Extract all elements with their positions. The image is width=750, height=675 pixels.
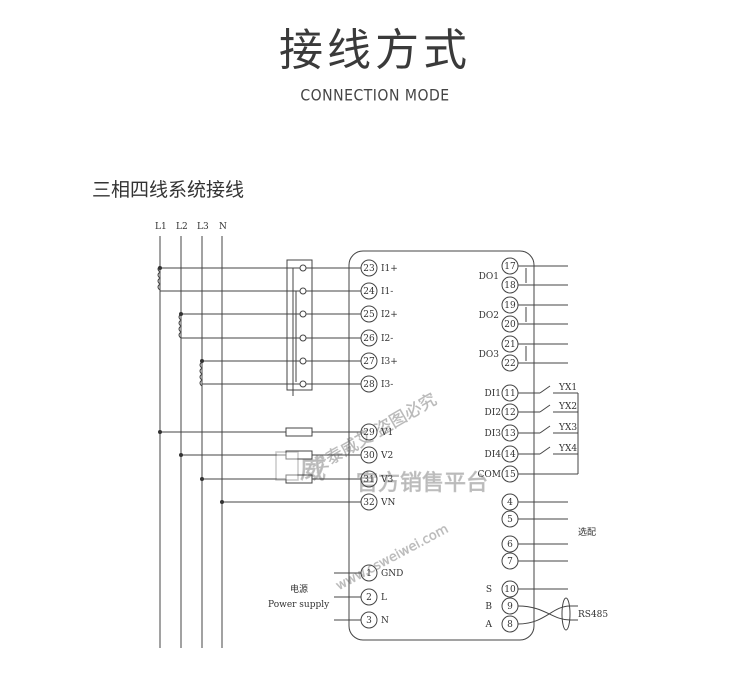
- terminal-number: 21: [504, 340, 515, 350]
- di-label: DI4: [485, 450, 502, 460]
- rs485-label-s: S: [486, 585, 492, 595]
- terminal-number: 5: [507, 515, 513, 525]
- terminal-number: 31: [363, 475, 374, 485]
- terminal-number: 10: [504, 585, 516, 595]
- terminal-number: 29: [363, 428, 375, 438]
- do-label: DO3: [479, 350, 500, 360]
- terminal-label: I3+: [381, 357, 398, 367]
- section-title: 三相四线系统接线: [92, 179, 245, 201]
- line-label-n: N: [219, 222, 227, 232]
- di-label: COM: [478, 470, 501, 480]
- power-label-cn: 电源: [290, 583, 308, 595]
- terminal-number: 4: [507, 498, 513, 508]
- terminal-label: I2+: [381, 310, 398, 320]
- optional-label: 选配: [578, 526, 596, 538]
- rs485-title: RS485: [578, 610, 608, 620]
- yx-label: YX3: [558, 423, 577, 433]
- terminal-number: 22: [504, 359, 515, 369]
- terminal-number: 7: [507, 557, 513, 567]
- do-label: DO2: [479, 311, 499, 321]
- do-label: DO1: [479, 272, 499, 282]
- watermark-logo: 威: [300, 455, 326, 485]
- watermark: 安泰威艾 盗图必究 威 官方销售平台 www.csweiwei.com: [275, 390, 488, 594]
- terminal-label: VN: [380, 498, 395, 508]
- terminal-number: 24: [363, 287, 375, 297]
- terminal-number: 17: [504, 262, 516, 272]
- terminal-label: N: [381, 616, 389, 626]
- terminal-number: 27: [363, 357, 375, 367]
- terminal-label: I3-: [381, 380, 393, 390]
- page-title: 接线方式: [279, 25, 471, 76]
- terminal-label: GND: [381, 569, 403, 579]
- yx-label: YX4: [558, 444, 577, 454]
- terminal-label: I1+: [381, 264, 398, 274]
- terminal-number: 18: [504, 281, 516, 291]
- terminal-label: V1: [380, 428, 393, 438]
- right-terminal-group: 17 18 19 20 21 22 11 12 13 14 15 4 5 6 7…: [478, 257, 519, 633]
- terminal-number: 32: [363, 498, 374, 508]
- terminal-label: L: [381, 593, 387, 603]
- terminal-number: 12: [504, 408, 515, 418]
- terminal-number: 26: [363, 334, 375, 344]
- terminal-number: 23: [363, 264, 375, 274]
- rs485-label-b: B: [485, 602, 492, 612]
- terminal-label: V3: [380, 475, 393, 485]
- di-label: DI2: [485, 408, 502, 418]
- left-terminal-group: 23 24 25 26 27 28 29 30 31 32 1 2 3 I1+ …: [360, 259, 403, 629]
- terminal-label: V2: [380, 451, 393, 461]
- terminal-number: 9: [507, 602, 513, 612]
- terminal-number: 8: [507, 620, 513, 630]
- terminal-number: 6: [507, 540, 513, 550]
- line-label-l3: L3: [197, 222, 209, 232]
- rs485-label-a: A: [485, 620, 493, 630]
- terminal-number: 20: [504, 320, 516, 330]
- di-label: DI3: [485, 429, 502, 439]
- yx-label: YX1: [558, 383, 577, 393]
- terminal-number: 30: [363, 451, 375, 461]
- line-label-l1: L1: [155, 222, 167, 232]
- terminal-number: 3: [366, 616, 372, 626]
- power-label-en: Power supply: [268, 600, 330, 610]
- terminal-number: 1: [366, 569, 372, 579]
- terminal-number: 11: [504, 389, 515, 399]
- terminal-number: 19: [504, 301, 516, 311]
- terminal-number: 28: [363, 380, 375, 390]
- terminal-number: 25: [363, 310, 375, 320]
- line-label-l2: L2: [176, 222, 188, 232]
- terminal-number: 2: [366, 593, 372, 603]
- watermark-line1: 安泰威艾 盗图必究: [308, 390, 440, 478]
- watermark-line2: 官方销售平台: [356, 471, 488, 496]
- di-label: DI1: [485, 389, 502, 399]
- yx-label: YX2: [558, 402, 577, 412]
- terminal-label: I1-: [381, 287, 393, 297]
- terminal-number: 14: [504, 450, 516, 460]
- terminal-number: 13: [504, 429, 516, 439]
- terminal-number: 15: [504, 470, 516, 480]
- page-subtitle: CONNECTION MODE: [300, 86, 450, 106]
- terminal-label: I2-: [381, 334, 393, 344]
- watermark-url: www.csweiwei.com: [334, 522, 452, 594]
